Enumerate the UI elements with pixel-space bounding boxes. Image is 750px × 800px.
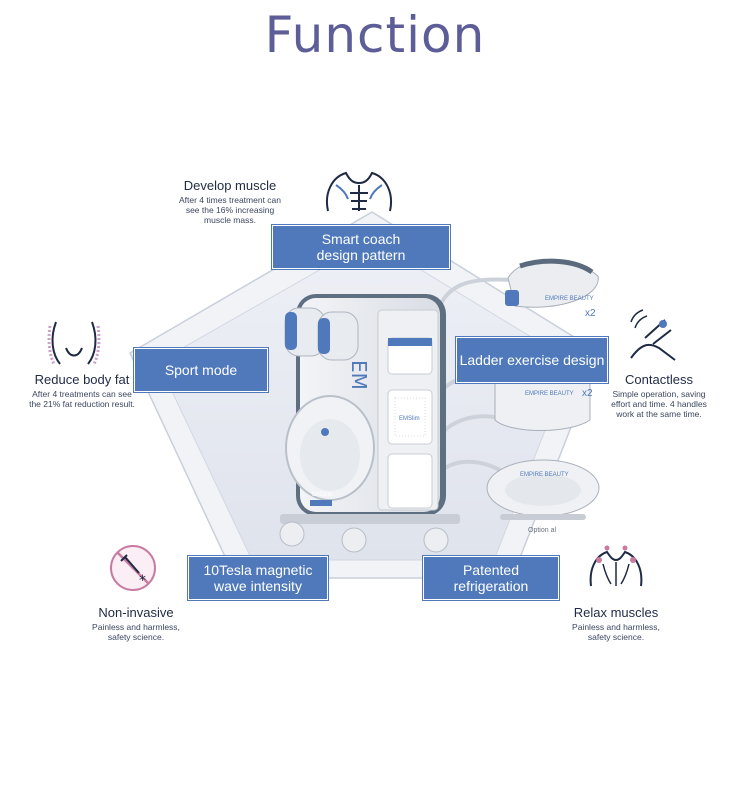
device-main-body: EMSlim EM [279, 294, 460, 553]
torso-muscle-icon [326, 171, 392, 212]
feature-desc: After 4 treatments can see the 21% fat r… [29, 389, 135, 409]
device-big-letters: EM [347, 360, 371, 390]
svg-text:EMSlim: EMSlim [399, 416, 420, 422]
feature-desc: Simple operation, saving effort and time… [611, 389, 707, 419]
page-title: Function [264, 6, 486, 64]
feature-desc: After 4 times treatment can see the 16% … [178, 195, 282, 225]
applicator-top: EMPIRE BEAUTY x2 [505, 258, 599, 319]
feature-relax-muscles: Relax muscles Painless and harmless, saf… [556, 605, 676, 642]
feature-develop-muscle: Develop muscle After 4 times treatment c… [160, 178, 300, 225]
feature-desc: Painless and harmless, safety science. [92, 622, 180, 642]
feature-reduce-fat: Reduce body fat After 4 treatments can s… [18, 372, 146, 409]
feature-heading: Develop muscle [183, 178, 277, 193]
tesla-intensity-button: 10Tesla magnetic wave intensity [188, 556, 328, 600]
feature-desc: Painless and harmless, safety science. [572, 622, 660, 642]
refrigeration-button: Patented refrigeration [423, 556, 559, 600]
feature-contactless: Contactless Simple operation, saving eff… [600, 372, 718, 419]
applicator-seat: EMPIRE BEAUTY Option al [486, 459, 600, 534]
no-needle-icon: * [110, 545, 156, 591]
svg-text:EMPIRE BEAUTY: EMPIRE BEAUTY [545, 296, 594, 302]
feature-heading: Contactless [625, 372, 693, 387]
svg-text:x2: x2 [582, 388, 593, 399]
sport-mode-button: Sport mode [134, 348, 268, 392]
svg-text:Option al: Option al [528, 527, 556, 534]
feature-heading: Reduce body fat [34, 372, 130, 387]
back-muscle-icon [589, 545, 643, 587]
feature-heading: Relax muscles [573, 605, 659, 620]
smart-coach-button: Smart coach design pattern [272, 225, 450, 269]
svg-text:x2: x2 [585, 308, 596, 319]
ladder-exercise-button: Ladder exercise design [456, 337, 608, 383]
svg-text:EMPIRE BEAUTY: EMPIRE BEAUTY [525, 391, 574, 397]
device-badge: EMSlim [312, 492, 333, 498]
svg-text:EMPIRE BEAUTY: EMPIRE BEAUTY [520, 472, 569, 478]
hips-icon [47, 321, 101, 365]
feature-non-invasive: Non-invasive Painless and harmless, safe… [76, 605, 196, 642]
svg-text:*: * [139, 573, 146, 589]
feature-heading: Non-invasive [98, 605, 174, 620]
hand-wave-icon [630, 309, 676, 361]
